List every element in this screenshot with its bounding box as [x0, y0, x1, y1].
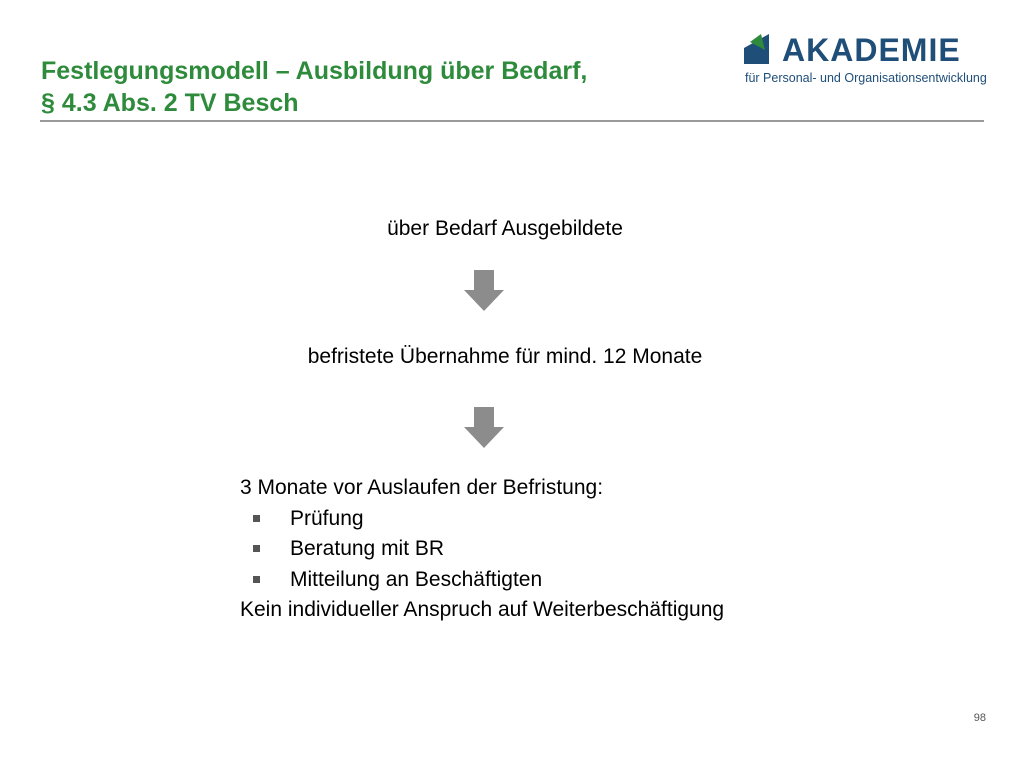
arrow-down-icon [464, 270, 504, 311]
step-3-list: Prüfung Beratung mit BR Mitteilung an Be… [240, 504, 860, 596]
square-bullet-icon [253, 545, 260, 552]
logo-wordmark: AKADEMIE [782, 32, 961, 68]
flow-step-3: 3 Monate vor Auslaufen der Befristung: P… [240, 473, 860, 626]
flow-step-2: befristete Übernahme für mind. 12 Monate [307, 345, 703, 368]
slide-title-line-1: Festlegungsmodell – Ausbildung über Beda… [41, 57, 588, 85]
step-3-heading: 3 Monate vor Auslaufen der Befristung: [240, 476, 604, 499]
logo-house-icon [744, 34, 769, 64]
page-number: 98 [973, 712, 986, 724]
step-3-footer: Kein individueller Anspruch auf Weiterbe… [240, 598, 725, 621]
arrow-down-icon [464, 407, 504, 448]
slide-title: Festlegungsmodell – Ausbildung über Beda… [41, 55, 721, 119]
list-item-label: Beratung mit BR [290, 537, 445, 560]
list-item-label: Prüfung [290, 506, 364, 530]
square-bullet-icon [253, 514, 260, 522]
square-bullet-icon [253, 575, 260, 583]
slide-title-line-2: § 4.3 Abs. 2 TV Besch [41, 89, 299, 117]
flow-step-1: über Bedarf Ausgebildete [387, 217, 623, 240]
list-item: Prüfung [240, 504, 860, 535]
akademie-logo: AKADEMIE für Personal- und Organisations… [742, 28, 988, 90]
list-item: Mitteilung an Beschäftigten [240, 565, 860, 596]
list-item: Beratung mit BR [240, 534, 860, 565]
title-divider [40, 120, 984, 122]
logo-tagline: für Personal- und Organisationsentwicklu… [745, 71, 987, 85]
list-item-label: Mitteilung an Beschäftigten [290, 567, 543, 591]
